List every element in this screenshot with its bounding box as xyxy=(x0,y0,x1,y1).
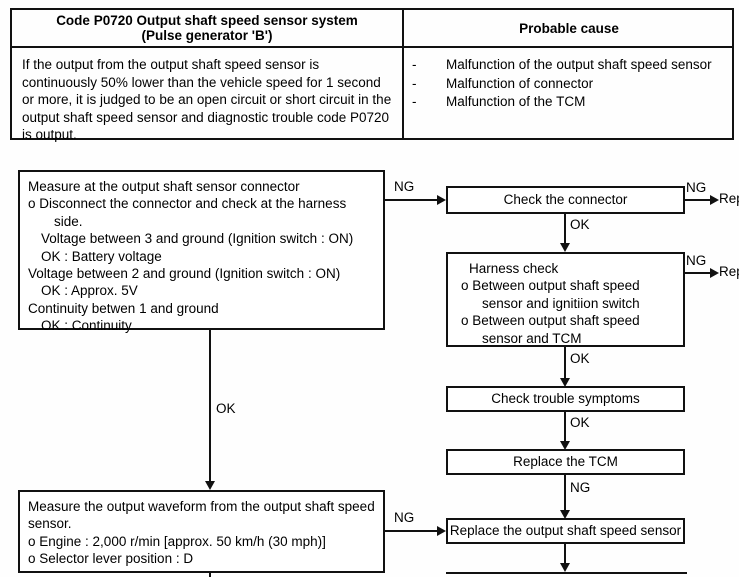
connector-ok-harness-to-symptoms xyxy=(564,347,566,379)
description-line: If the output from the output shaft spee… xyxy=(22,57,320,72)
flow-box-check-connector: Check the connector xyxy=(446,186,685,214)
measure-connector-line1: Measure at the output shaft sensor conne… xyxy=(28,179,300,194)
label-ok-harness-to-symptoms: OK xyxy=(570,351,590,366)
arrowhead-down-icon xyxy=(560,510,570,519)
table-cell-description: If the output from the output shaft spee… xyxy=(12,48,402,144)
cause-text: Malfunction of connector xyxy=(446,75,594,91)
check-trouble-symptoms-label: Check trouble symptoms xyxy=(491,391,640,407)
harness-check-line1: Harness check xyxy=(469,261,559,276)
measure-connector-line2: o Disconnect the connector and check at … xyxy=(28,196,347,212)
measure-connector-line9: OK : Continuity xyxy=(41,318,132,334)
arrowhead-right-icon xyxy=(710,268,719,278)
measure-waveform-line1: Measure the output waveform from the out… xyxy=(28,499,375,514)
connector-ng-check-to-rep xyxy=(685,199,711,201)
harness-check-line2: o Between output shaft speed xyxy=(461,278,640,294)
description-line: continuously 50% lower than the vehicle … xyxy=(22,74,323,90)
label-ng-check-to-rep: NG xyxy=(686,180,707,195)
connector-ok-measure-to-waveform xyxy=(209,330,211,482)
measure-waveform-line3: o Engine : 2,000 r/min [approx. 50 km/h … xyxy=(28,533,326,549)
cause-item: - Malfunction of the TCM xyxy=(412,93,728,111)
measure-connector-line3: side. xyxy=(54,213,83,229)
measure-waveform-line2: sensor. xyxy=(28,516,72,532)
label-ng-harness-to-rep: NG xyxy=(686,253,707,268)
description-line: diagnostic trouble code P0720 is output. xyxy=(22,109,390,143)
header-code-line2: (Pulse generator 'B') xyxy=(141,28,273,43)
arrowhead-down-icon xyxy=(560,243,570,252)
connector-ng-measure-to-check xyxy=(385,199,438,201)
flow-box-replace-tcm: Replace the TCM xyxy=(446,449,685,475)
label-ng-tcm-to-sensor: NG xyxy=(570,480,591,495)
replace-tcm-label: Replace the TCM xyxy=(513,454,618,470)
header-probable-cause-label: Probable cause xyxy=(519,20,619,36)
label-ok-symptoms-to-tcm: OK xyxy=(570,415,590,430)
replace-sensor-label: Replace the output shaft speed sensor xyxy=(449,523,682,539)
label-ok-check-to-harness: OK xyxy=(570,217,590,232)
connector-ng-waveform-to-sensor xyxy=(385,530,438,532)
label-ng-measure-to-check: NG xyxy=(394,179,415,194)
flow-box-check-trouble-symptoms: Check trouble symptoms xyxy=(446,386,685,412)
description-line: 1 second or more, it is judged to be an … xyxy=(22,74,381,108)
connector-sensor-to-next xyxy=(564,544,566,566)
label-rep-harness: Rep xyxy=(719,264,739,279)
cause-marker: - xyxy=(412,75,417,91)
arrowhead-right-icon xyxy=(710,195,719,205)
harness-check-line5: sensor and TCM xyxy=(482,330,582,346)
measure-connector-line6: Voltage between 2 and ground (Ignition s… xyxy=(28,266,341,282)
table-header-divider xyxy=(12,46,732,48)
arrowhead-down-icon xyxy=(560,441,570,450)
harness-check-line3: sensor and ignitiion switch xyxy=(482,295,640,311)
arrowhead-down-icon xyxy=(560,563,570,572)
arrowhead-down-icon xyxy=(205,481,215,490)
table-cell-causes: - Malfunction of the output shaft speed … xyxy=(404,48,734,112)
measure-connector-line7: OK : Approx. 5V xyxy=(41,283,138,299)
connector-ok-check-to-harness xyxy=(564,214,566,244)
table-column-divider xyxy=(402,10,404,138)
cause-marker: - xyxy=(412,57,417,72)
label-ok-measure-to-waveform: OK xyxy=(216,401,236,416)
table-header-code: Code P0720 Output shaft speed sensor sys… xyxy=(12,10,402,46)
flow-box-measure-waveform: Measure the output waveform from the out… xyxy=(18,490,385,573)
table-header-probable-cause: Probable cause xyxy=(404,10,734,46)
measure-connector-line8: Continuity betwen 1 and ground xyxy=(28,300,219,316)
connector-ok-symptoms-to-tcm xyxy=(564,412,566,442)
cause-text: Malfunction of the TCM xyxy=(446,94,586,110)
label-ng-waveform-to-sensor: NG xyxy=(394,510,415,525)
arrowhead-right-icon xyxy=(437,526,446,536)
cause-marker: - xyxy=(412,94,417,110)
measure-connector-line4: Voltage between 3 and ground (Ignition s… xyxy=(41,231,354,247)
description-line: or short circuit in the output shaft spe… xyxy=(22,92,392,125)
check-connector-label: Check the connector xyxy=(503,192,628,208)
connector-waveform-to-next xyxy=(209,573,211,577)
flow-box-harness-check: Harness check o Between output shaft spe… xyxy=(446,252,685,347)
cause-text: Malfunction of the output shaft speed se… xyxy=(446,57,712,72)
arrowhead-down-icon xyxy=(560,378,570,387)
header-code-line1: Code P0720 Output shaft speed sensor sys… xyxy=(56,13,358,28)
flow-box-replace-sensor: Replace the output shaft speed sensor xyxy=(446,518,685,544)
arrowhead-right-icon xyxy=(437,195,446,205)
flow-box-measure-connector: Measure at the output shaft sensor conne… xyxy=(18,170,385,333)
connector-ng-harness-to-rep xyxy=(685,272,711,274)
label-rep-check-connector: Rep xyxy=(719,191,739,206)
harness-check-line4: o Between output shaft speed xyxy=(461,313,640,329)
cause-item: - Malfunction of connector xyxy=(412,75,728,93)
connector-ng-tcm-to-sensor xyxy=(564,475,566,511)
fault-code-table: Code P0720 Output shaft speed sensor sys… xyxy=(10,8,734,142)
cause-item: - Malfunction of the output shaft speed … xyxy=(412,56,728,74)
measure-waveform-line4: o Selector lever position : D xyxy=(28,551,194,567)
flow-box-next-clipped-top-edge xyxy=(446,572,687,574)
measure-connector-line5: OK : Battery voltage xyxy=(41,248,162,264)
